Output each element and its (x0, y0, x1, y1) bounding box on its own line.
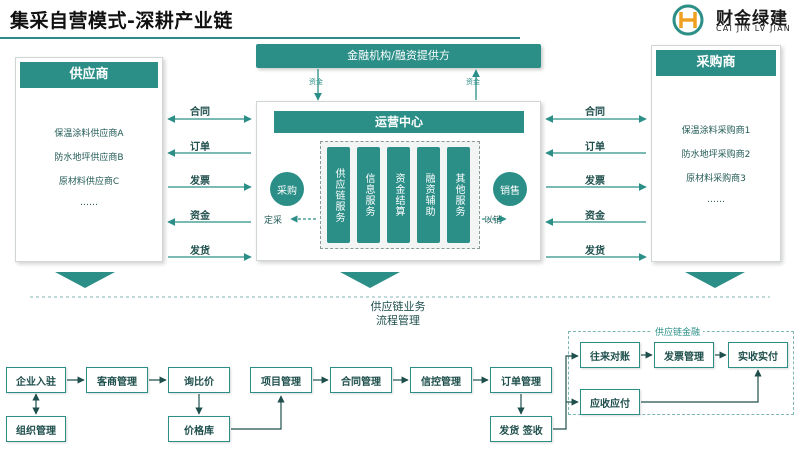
fund-up-label: 资金 (466, 78, 480, 86)
supplier-title: 供应商 (20, 62, 158, 88)
supplier-item: 保温涂料供应商A (54, 129, 124, 139)
buyer-item: 原材料采购商3 (686, 174, 746, 184)
left-flow-label: 合同 (190, 107, 210, 118)
contract-management-box: 合同管理 (330, 367, 392, 393)
header-divider (0, 37, 520, 39)
invoice-management-box: 发票管理 (654, 342, 714, 368)
org-management-box: 组织管理 (6, 416, 66, 442)
supplier-item: 防水地坪供应商B (54, 153, 124, 163)
sales-node: 销售 (493, 172, 527, 206)
service-info: 信息服务 (357, 147, 380, 243)
supplier-item: …… (80, 198, 98, 208)
purchase-note: 定采 (264, 216, 283, 226)
buyer-panel: 采购商 (651, 45, 781, 262)
receivable-payable-box: 应收应付 (580, 389, 640, 415)
buyer-item: 防水地坪采购商2 (681, 150, 751, 160)
buyer-title: 采购商 (656, 50, 776, 76)
service-supply-chain: 供应链服务 (327, 147, 350, 243)
right-flow-label: 合同 (585, 107, 605, 118)
enterprise-onboarding-box: 企业入驻 (6, 367, 66, 393)
buyer-item: 保温涂料采购商1 (681, 126, 751, 136)
left-flow-label: 订单 (190, 142, 210, 153)
right-flow-label: 发货 (585, 246, 605, 257)
sales-note: 以销 (484, 216, 503, 226)
finance-provider: 金融机构/融资提供方 (256, 44, 541, 68)
collect-pay-box: 实收实付 (728, 342, 788, 368)
scf-title: 供应链金融 (652, 325, 704, 338)
service-financing: 融资辅助 (417, 147, 440, 243)
left-flow-label: 发票 (190, 176, 210, 187)
left-flow-label: 发货 (190, 246, 210, 257)
page-title: 集采自营模式-深耕产业链 (10, 10, 233, 32)
inquiry-box: 询比价 (168, 367, 230, 393)
service-settlement: 资金结算 (387, 147, 410, 243)
operations-title: 运营中心 (274, 111, 524, 133)
price-library-box: 价格库 (168, 416, 230, 442)
process-section-title: 供应链业务 (370, 300, 426, 313)
buyer-item: …… (707, 195, 725, 205)
credit-control-box: 信控管理 (410, 367, 472, 393)
brand-name-en: CAI JIN LV JIAN (716, 24, 791, 33)
process-section-subtitle: 流程管理 (376, 314, 420, 327)
right-flow-label: 发票 (585, 176, 605, 187)
brand-logo-icon (672, 4, 704, 36)
brand-name: 财金绿建 (716, 9, 788, 29)
order-management-box: 订单管理 (490, 367, 552, 393)
purchase-node: 采购 (270, 172, 304, 206)
ship-sign-box: 发货 签收 (490, 416, 552, 442)
supplier-panel: 供应商 (15, 57, 163, 262)
fund-down-label: 资金 (309, 78, 323, 86)
reconcile-box: 往来对账 (580, 342, 640, 368)
right-flow-label: 资金 (585, 211, 605, 222)
project-management-box: 项目管理 (250, 367, 312, 393)
service-other: 其他服务 (447, 147, 470, 243)
customer-management-box: 客商管理 (86, 367, 148, 393)
left-flow-label: 资金 (190, 211, 210, 222)
supplier-item: 原材料供应商C (58, 177, 120, 187)
right-flow-label: 订单 (585, 142, 605, 153)
